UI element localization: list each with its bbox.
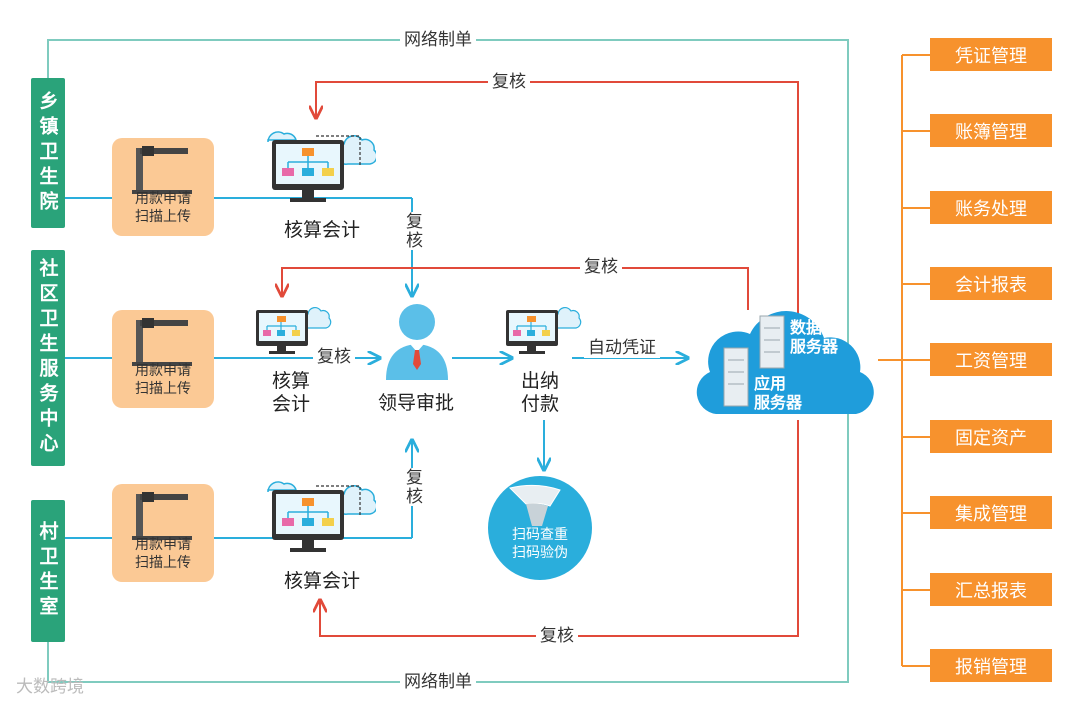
- cashier-monitor-icon: [506, 306, 582, 354]
- module-reimbursement: 报销管理: [930, 649, 1052, 682]
- document-scanner-icon: [132, 318, 192, 366]
- app-server-label: 应用 服务器: [754, 374, 802, 412]
- accounting-monitor-icon: [256, 306, 332, 354]
- accountant-caption-2: 核算 会计: [256, 370, 326, 416]
- accountant-caption-line2: 会计: [271, 393, 310, 415]
- server-cloud: [696, 311, 874, 414]
- leader-approval-caption: 领导审批: [377, 392, 454, 414]
- scanner-text-line2: 扫描上传: [135, 209, 191, 225]
- scanner-text-line1: 用款申请: [135, 537, 191, 553]
- document-scanner-icon: [132, 146, 192, 194]
- scanner-text-line1: 用款申请: [135, 191, 191, 207]
- module-accounting: 账务处理: [930, 191, 1052, 224]
- auto-voucher-label: 自动凭证: [584, 338, 660, 358]
- recheck-label-bottom: 复核: [536, 626, 578, 646]
- cashier-caption: 出纳 付款: [510, 370, 570, 416]
- scanner-text-line2: 扫描上传: [135, 381, 191, 397]
- accountant-caption-1: 核算会计: [283, 219, 360, 241]
- scanner-upload-2: 用款申请扫描上传: [112, 310, 214, 408]
- module-ledger: 账簿管理: [930, 114, 1052, 147]
- accountant-caption-line1: 核算: [271, 370, 310, 392]
- module-fixed-assets: 固定资产: [930, 420, 1052, 453]
- scan-verify-node: 扫码查重 扫码验伪: [488, 476, 592, 580]
- module-reports: 会计报表: [930, 267, 1052, 300]
- cashier-caption-line2: 付款: [520, 393, 559, 415]
- scanner-upload-1: 用款申请扫描上传: [112, 138, 214, 236]
- accounting-monitor-icon: [267, 481, 376, 552]
- org-village-clinic: 村卫生室: [31, 500, 65, 642]
- module-integration: 集成管理: [930, 496, 1052, 529]
- scan-check-line2: 扫码验伪: [512, 545, 568, 561]
- server-rack-icon: [723, 347, 749, 407]
- org-township-hospital: 乡镇卫生院: [31, 78, 65, 228]
- accountant-caption-3: 核算会计: [283, 570, 360, 592]
- document-scanner-icon: [132, 492, 192, 540]
- db-server-label: 数据库 服务器: [790, 318, 838, 356]
- recheck-vertical-top: 复核: [402, 212, 422, 250]
- accounting-monitor-icon: [267, 131, 376, 202]
- scan-check-line1: 扫码查重: [512, 527, 568, 543]
- module-payroll: 工资管理: [930, 343, 1052, 376]
- recheck-label-top: 复核: [488, 72, 530, 92]
- barcode-scanner-icon: [509, 484, 561, 526]
- module-voucher: 凭证管理: [930, 38, 1052, 71]
- app-server-line2: 服务器: [754, 393, 803, 412]
- server-rack-icon: [759, 315, 785, 369]
- network-label-bottom: 网络制单: [400, 672, 476, 692]
- watermark: 大数跨境: [16, 677, 84, 697]
- scanner-upload-3: 用款申请扫描上传: [112, 484, 214, 582]
- cashier-caption-line1: 出纳: [520, 370, 559, 392]
- scanner-text-line1: 用款申请: [135, 363, 191, 379]
- leader-person-icon: [386, 304, 448, 380]
- app-server-line1: 应用: [754, 374, 787, 393]
- scanner-text-line2: 扫描上传: [135, 555, 191, 571]
- recheck-label-mid: 复核: [580, 257, 622, 277]
- network-label-top: 网络制单: [400, 30, 476, 50]
- module-summary-reports: 汇总报表: [930, 573, 1052, 606]
- org-community-center: 社区卫生服务中心: [31, 250, 65, 466]
- recheck-label-left: 复核: [313, 347, 355, 367]
- recheck-vertical-bottom: 复核: [402, 468, 422, 506]
- db-server-line2: 服务器: [790, 337, 839, 356]
- db-server-line1: 数据库: [790, 318, 839, 337]
